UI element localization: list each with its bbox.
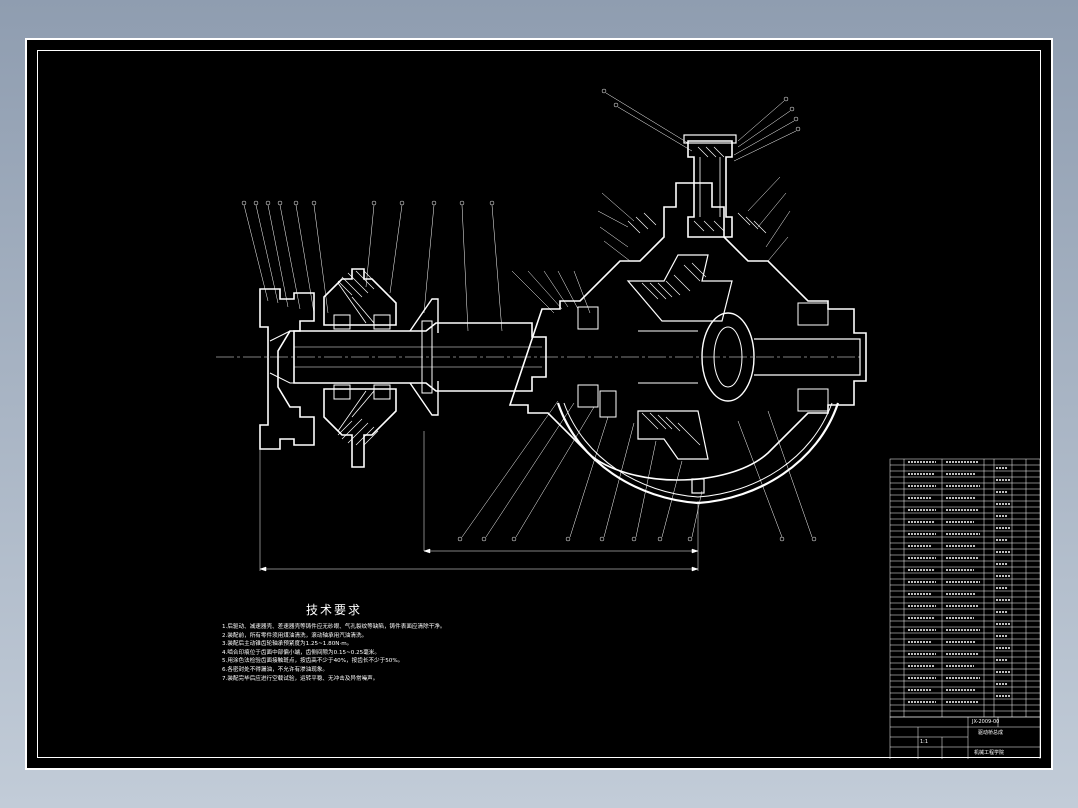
requirement-item: 7.装配完毕后应进行空载试验，运转平稳、无冲击及异常噪声。 bbox=[222, 675, 379, 682]
pinion-shaft bbox=[293, 322, 547, 392]
requirement-item: 1.后驱动、减速器壳、差速器壳等铸件应无砂眼、气孔裂纹等缺陷，铸件表面应清除干净… bbox=[222, 624, 446, 630]
requirement-item: 5.用涂色法检验齿面接触斑点，按齿高不少于40%，按齿长不少于50%。 bbox=[222, 658, 404, 665]
drawing-border: 技术要求 1.后驱动、减速器壳、差速器壳等铸件应无砂眼、气孔裂纹等缺陷，铸件表面… bbox=[37, 50, 1041, 759]
school-name: 机械工程学院 bbox=[974, 750, 1005, 756]
ring-gear-lower bbox=[637, 410, 709, 460]
left-flange bbox=[259, 288, 315, 450]
requirement-item: 2.装配前，所有零件须用煤油清洗，滚动轴承用汽油清洗。 bbox=[222, 632, 368, 639]
title-block: JX-2009-00 驱动桥总成 机械工程学院 1:1 bbox=[900, 719, 1040, 769]
input-shaft-housing bbox=[687, 140, 733, 238]
parts-list-grid bbox=[889, 458, 1041, 759]
requirement-item: 6.各密封处不得漏油，不允许有渗油现象。 bbox=[222, 666, 329, 673]
technical-requirements-title: 技术要求 bbox=[306, 603, 363, 617]
technical-requirements-list: 1.后驱动、减速器壳、差速器壳等铸件应无砂眼、气孔裂纹等缺陷，铸件表面应清除干净… bbox=[222, 623, 542, 683]
drawing-sheet: 技术要求 1.后驱动、减速器壳、差速器壳等铸件应无砂眼、气孔裂纹等缺陷，铸件表面… bbox=[25, 38, 1053, 770]
drawing-name: 驱动桥总成 bbox=[978, 730, 1004, 736]
requirement-item: 3.装配后主动锥齿轮轴承预紧度为1.25~1.80N·m。 bbox=[222, 641, 353, 648]
housing-bowl bbox=[556, 402, 840, 505]
bearing-housing bbox=[323, 268, 397, 468]
drive-axle-assembly-drawing bbox=[216, 88, 1041, 759]
side-gear bbox=[701, 312, 755, 402]
ring-gear bbox=[626, 254, 733, 322]
scale: 1:1 bbox=[920, 739, 929, 745]
requirement-item: 4.啮合印痕位于齿面中部偏小端，齿侧间隙为0.15~0.25毫米。 bbox=[222, 649, 380, 656]
drawing-number: JX-2009-00 bbox=[972, 719, 1000, 725]
output-shaft bbox=[754, 338, 861, 376]
